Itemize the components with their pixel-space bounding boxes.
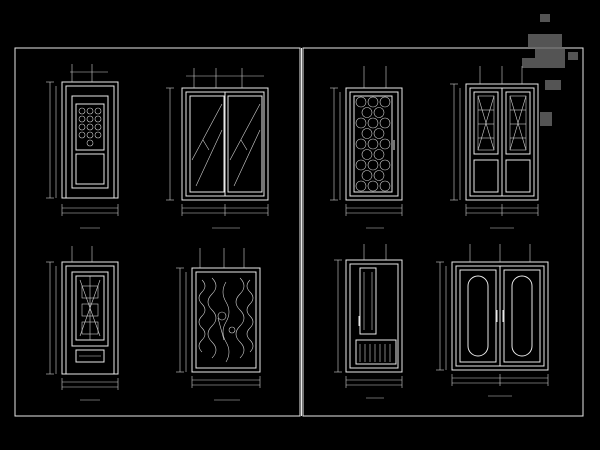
door-elevation-f [450, 66, 539, 229]
door-elevation-d [176, 248, 261, 401]
door-elevation-c [46, 246, 119, 401]
hex-cell [367, 159, 379, 171]
hex-cell [355, 180, 367, 192]
hex-cell [361, 107, 373, 118]
hex-cell [355, 159, 367, 171]
hex-cell [361, 128, 373, 139]
door-elevation-h [436, 244, 549, 397]
door-elevation-e [330, 66, 403, 229]
hex-cell [373, 107, 385, 118]
hex-cell [373, 170, 385, 181]
watermark-logo [522, 14, 578, 126]
hex-cell [373, 149, 385, 160]
hex-cell [355, 117, 367, 129]
hex-cell [367, 138, 379, 150]
door-elevation-g [334, 244, 403, 399]
hex-cell [379, 117, 391, 129]
hex-cell [379, 180, 391, 192]
hex-cell [367, 117, 379, 129]
hex-cell [361, 149, 373, 160]
sheet-frame [14, 47, 584, 417]
hex-cell [367, 96, 379, 108]
door-elevation-a [46, 64, 119, 229]
hex-cell [355, 138, 367, 150]
hex-cell [355, 96, 367, 108]
hex-cell [361, 170, 373, 181]
door-elevation-b [166, 68, 269, 229]
hex-cell [379, 138, 391, 150]
hex-cell [367, 180, 379, 192]
hex-cell [379, 96, 391, 108]
hex-cell [373, 128, 385, 139]
hex-cell [379, 159, 391, 171]
